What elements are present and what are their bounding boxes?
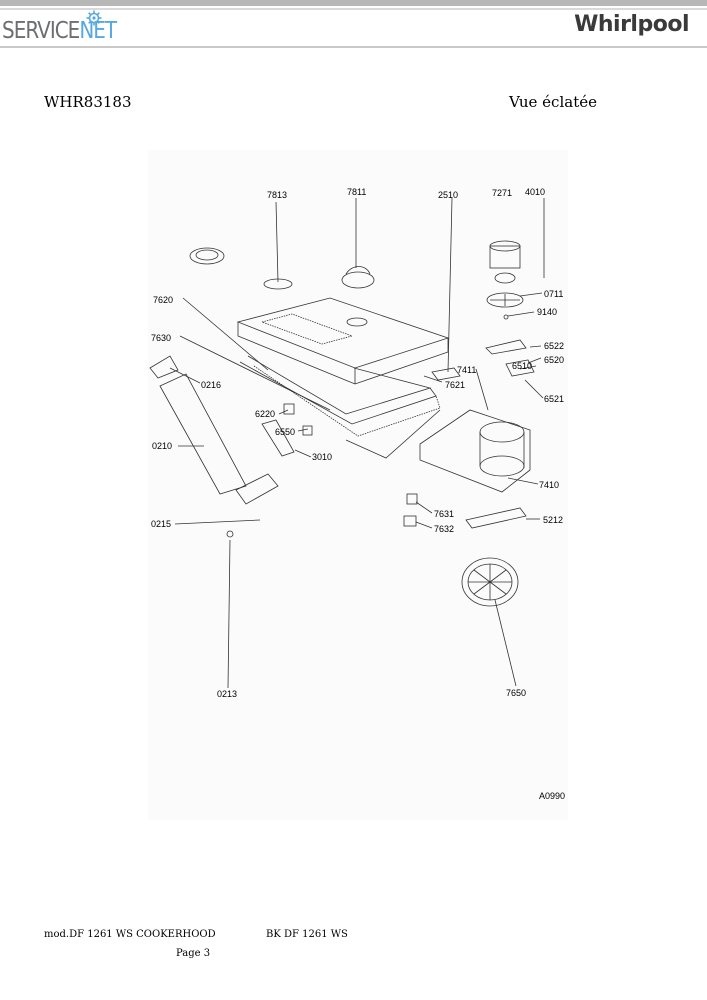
- footer-page-number: Page 3: [176, 948, 211, 959]
- part-label: 6510: [512, 361, 533, 371]
- exploded-view-diagram: 7813 7811 2510 7271 4010 0711 9140 6522 …: [148, 150, 568, 820]
- header-top-bar: [0, 0, 707, 6]
- part-label: 0213: [217, 689, 238, 699]
- part-label: 7271: [492, 188, 513, 198]
- part-label: 4010: [525, 187, 546, 197]
- drawing-code: A0990: [539, 791, 566, 801]
- part-label: 7410: [539, 480, 560, 490]
- part-label: 2510: [438, 190, 459, 200]
- part-label: 7631: [434, 509, 455, 519]
- part-label: 7650: [506, 688, 527, 698]
- gear-icon: [86, 10, 102, 26]
- part-label: 6550: [275, 427, 296, 437]
- view-title: Vue éclatée: [509, 93, 597, 111]
- part-label: 0215: [151, 519, 172, 529]
- footer-model-line: mod.DF 1261 WS COOKERHOOD: [44, 929, 216, 940]
- header-divider: [0, 46, 707, 48]
- part-label: 9140: [537, 307, 558, 317]
- part-label: 6522: [544, 341, 565, 351]
- part-label: 6220: [255, 409, 276, 419]
- part-label: 0210: [152, 441, 173, 451]
- part-label: 3010: [312, 452, 333, 462]
- model-number: WHR83183: [44, 93, 132, 111]
- part-label: 7620: [153, 295, 174, 305]
- whirlpool-logo: Whirlpool: [574, 12, 689, 37]
- part-label: 7811: [347, 187, 367, 197]
- logo-service-text: SERVICE: [2, 16, 80, 44]
- footer-code: BK DF 1261 WS: [266, 929, 348, 940]
- part-label: 7632: [434, 524, 455, 534]
- part-label: 7813: [267, 190, 288, 200]
- part-label: 0711: [544, 289, 564, 299]
- part-label: 7630: [151, 333, 172, 343]
- part-label: 0216: [201, 380, 222, 390]
- exploded-view-drawing: [149, 197, 545, 689]
- part-label: 7411: [457, 365, 477, 375]
- part-label: 7621: [445, 380, 466, 390]
- part-label: 5212: [543, 515, 564, 525]
- part-label: 6521: [544, 394, 565, 404]
- part-label: 6520: [544, 355, 565, 365]
- header-top-bar-thin: [0, 8, 707, 10]
